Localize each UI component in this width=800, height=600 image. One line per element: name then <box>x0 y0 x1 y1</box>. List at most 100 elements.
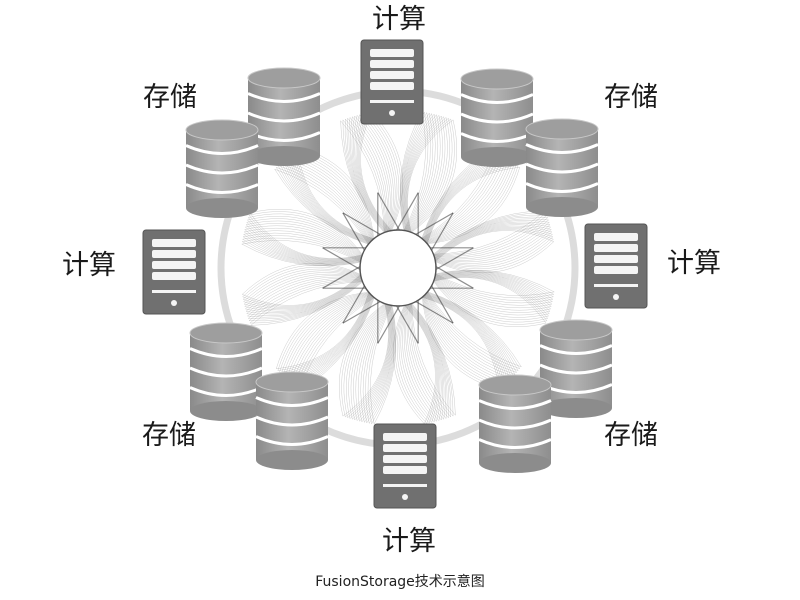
mesh-strand <box>410 303 452 418</box>
mesh-strand <box>245 220 362 262</box>
server-divider <box>370 100 414 103</box>
mesh-strand <box>434 273 552 313</box>
cylinder-band <box>525 143 599 154</box>
mesh-strand <box>434 226 553 268</box>
mesh-strand <box>249 280 363 324</box>
mesh-strand <box>434 274 551 316</box>
server-slot <box>152 272 196 280</box>
cylinder-bottom <box>526 197 598 217</box>
mesh-strand <box>246 276 362 316</box>
compute-node-bottom <box>373 423 437 509</box>
mesh-strand <box>434 275 549 321</box>
mesh-strand <box>342 119 386 233</box>
mesh-strand <box>406 118 455 233</box>
server-button <box>389 110 395 116</box>
mesh-strand <box>244 272 362 312</box>
mesh-strand <box>403 114 443 232</box>
mesh-strand <box>242 232 361 265</box>
cylinder-top <box>539 319 613 341</box>
storage-node-bottom-left-inner <box>255 371 329 470</box>
cylinder-bottom <box>186 198 258 218</box>
cylinder-top <box>255 371 329 393</box>
mesh-strand <box>242 235 361 266</box>
mesh-strand <box>350 304 392 421</box>
cylinder-band <box>255 396 329 407</box>
mesh-strand <box>348 304 392 420</box>
mesh-strand <box>243 227 362 264</box>
cylinder-band <box>247 111 321 123</box>
mesh-strand <box>400 112 431 231</box>
compute-node-left <box>142 229 206 315</box>
cylinder-bottom <box>479 453 551 473</box>
server-button <box>402 494 408 500</box>
server-slot <box>370 82 414 90</box>
mesh-strand <box>360 304 394 423</box>
mesh-strand <box>345 304 391 419</box>
server-slot <box>152 250 196 258</box>
mesh-strand <box>339 303 389 417</box>
mesh-strand <box>246 218 362 262</box>
mesh-strand <box>435 230 555 273</box>
cylinder-band <box>185 144 259 155</box>
cylinder-band <box>478 399 552 410</box>
cylinder-band <box>525 182 599 193</box>
mesh-strand <box>244 223 362 263</box>
center-hub <box>359 229 437 307</box>
cylinder-band <box>460 93 534 104</box>
cylinder-bottom <box>190 401 262 421</box>
cylinder-top <box>525 118 599 140</box>
mesh-strand <box>400 111 429 231</box>
mesh-strand <box>403 304 443 422</box>
storage-node-bottom-right-outer <box>539 319 613 418</box>
cylinder-band <box>460 112 534 124</box>
mesh-strand <box>435 270 555 299</box>
mesh-strand <box>344 118 386 233</box>
mesh-strand <box>433 276 549 323</box>
mesh-strand <box>402 304 442 422</box>
mesh-strand <box>435 271 554 304</box>
mesh-strand <box>244 225 362 263</box>
label-compute-left: 计算 <box>62 250 116 281</box>
mesh-strand <box>348 116 388 232</box>
mesh-strand <box>434 272 553 306</box>
mesh-strand <box>396 305 438 424</box>
mesh-strand <box>248 211 363 260</box>
mesh-strand <box>434 220 550 260</box>
mesh-strand <box>434 224 552 264</box>
cylinder-band <box>478 438 552 449</box>
cylinder-band <box>189 366 263 378</box>
mesh-strand <box>426 292 519 372</box>
mesh-strand <box>400 304 441 423</box>
mesh-strand <box>354 114 394 232</box>
mesh-strand <box>434 273 552 311</box>
server-divider <box>152 290 196 293</box>
storage-node-top-left-outer <box>247 67 321 166</box>
server-slot <box>383 466 427 474</box>
mesh-strand <box>407 119 457 233</box>
mesh-strand <box>435 228 554 270</box>
compute-node-right <box>584 223 648 309</box>
mesh-strand <box>406 304 446 420</box>
storage-node-bottom-left-outer <box>189 322 263 421</box>
cylinder-top <box>189 322 263 344</box>
cylinder-band <box>185 183 259 194</box>
mesh-strand <box>241 237 361 266</box>
mesh-strand <box>241 263 361 306</box>
mesh-strand <box>247 215 362 261</box>
mesh-strand <box>405 117 451 232</box>
mesh-strand <box>435 270 554 301</box>
cylinder-band <box>189 386 263 397</box>
mesh-strand <box>353 114 393 232</box>
mesh-strand <box>244 273 362 313</box>
server-slot <box>383 455 427 463</box>
mesh-strand <box>346 117 387 233</box>
server-divider <box>594 284 638 287</box>
label-compute-right: 计算 <box>667 248 721 279</box>
mesh-strand <box>350 116 390 232</box>
mesh-strand <box>395 305 437 424</box>
mesh-strand <box>275 166 369 245</box>
mesh-strand <box>433 216 549 257</box>
mesh-strand <box>243 270 362 311</box>
mesh-strand <box>404 115 446 232</box>
cylinder-band <box>247 92 321 103</box>
